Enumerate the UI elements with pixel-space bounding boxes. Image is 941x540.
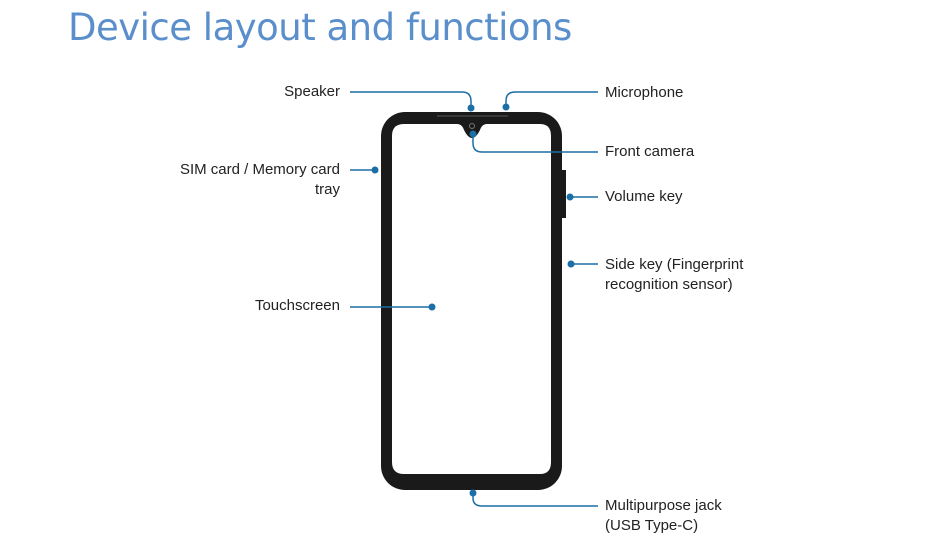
label-jack-line1: Multipurpose jack <box>605 497 722 514</box>
label-side-key: Side key (Fingerprint recognition sensor… <box>605 255 743 295</box>
label-sim-tray-line1: SIM card / Memory card <box>179 161 340 178</box>
page-title: Device layout and functions <box>68 6 572 49</box>
label-side-key-line2: recognition sensor) <box>605 276 733 293</box>
label-sim-tray-line2: tray <box>314 181 340 198</box>
label-multipurpose-jack: Multipurpose jack (USB Type-C) <box>605 496 722 536</box>
callout-dots <box>371 103 575 497</box>
label-volume-key: Volume key <box>605 188 683 205</box>
label-jack-line2: (USB Type-C) <box>605 517 699 534</box>
label-sim-tray: SIM card / Memory card tray <box>180 160 340 200</box>
phone-outline <box>381 112 566 490</box>
label-touchscreen: Touchscreen <box>254 297 340 314</box>
label-front-camera: Front camera <box>605 143 695 160</box>
callout-lines <box>350 91 598 507</box>
label-microphone: Microphone <box>605 84 684 101</box>
label-speaker: Speaker <box>284 83 340 100</box>
label-side-key-line1: Side key (Fingerprint <box>605 256 744 273</box>
